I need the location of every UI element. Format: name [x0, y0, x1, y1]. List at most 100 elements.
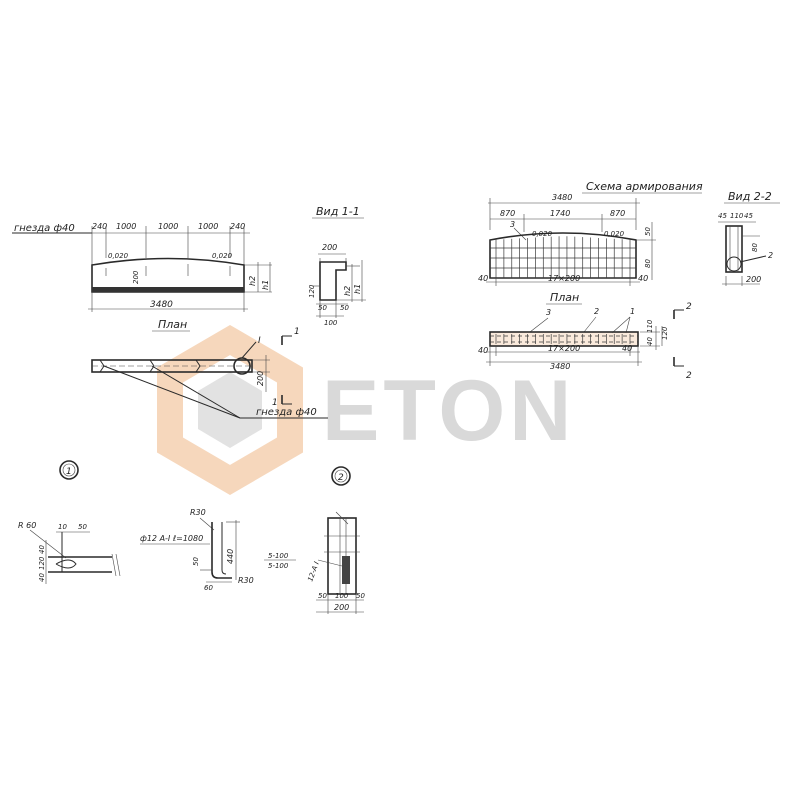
scheme-40-right: 40 — [638, 274, 648, 283]
scheme-slope-2: 0,020 — [604, 230, 625, 238]
plan2-120: 120 — [661, 326, 669, 340]
plan2-pos-3: 3 — [546, 308, 551, 317]
plan2-section-2-top: 2 — [686, 302, 692, 312]
node2-number: 2 — [338, 473, 344, 483]
node-mark-I: I — [258, 336, 261, 346]
plan2-stirrups — [490, 334, 638, 344]
view22-80: 80 — [751, 243, 759, 252]
scheme-50: 50 — [644, 227, 652, 236]
beam-elevation-outline — [91, 257, 245, 293]
bar-label: ф12 А-I ℓ=1080 — [140, 534, 203, 543]
node1-number: 1 — [66, 467, 72, 477]
plan2-40-right: 40 — [622, 344, 632, 353]
node2-stir-b: 5-100 — [268, 562, 289, 570]
view22-45-left: 45 — [718, 212, 727, 220]
plan2-pos-2: 2 — [594, 307, 599, 316]
dim-h1: h1 — [261, 280, 270, 290]
node1-50: 50 — [78, 523, 87, 531]
scheme-slope: 0,020 — [532, 230, 553, 238]
scheme-title: Схема армирования — [586, 180, 703, 193]
view11-100: 100 — [324, 319, 338, 327]
bar-r30-top: R30 — [190, 508, 206, 517]
node1-40-b: 40 — [38, 573, 46, 582]
plan2-beam-outline — [489, 331, 639, 347]
plan2-40-left: 40 — [478, 346, 488, 355]
watermark-hexagon-logo — [157, 324, 303, 496]
node2-50-left: 50 — [318, 592, 327, 600]
node-1: 1 R 60 10 50 40 120 40 — [18, 460, 121, 584]
facade-view: гнезда ф40 240 1000 1000 1000 240 0,020 … — [12, 222, 272, 312]
node2-stir-a: 5-100 — [268, 552, 289, 560]
scheme-17x200: 17×200 — [548, 274, 580, 283]
beam-bottom-hatch — [92, 287, 244, 292]
view11-h1: h1 — [353, 284, 362, 294]
dim-1000-c: 1000 — [198, 222, 218, 231]
node-2: 2 5-100 5-100 12-А I 50 100 50 200 — [264, 466, 365, 614]
scheme-870-right: 870 — [610, 209, 625, 218]
bar-r30-bottom: R30 — [238, 576, 254, 585]
plan-view: План I 1 1 200 гнезда ф40 — [91, 318, 328, 419]
node2-50-right: 50 — [356, 592, 365, 600]
socket-label-top: гнезда ф40 — [14, 223, 75, 234]
section-mark-1-top: 1 — [294, 327, 300, 337]
view22-section — [725, 225, 743, 273]
node2-bar-fill — [342, 556, 350, 584]
scheme-870-left: 870 — [500, 209, 515, 218]
view22-pos-2: 2 — [768, 251, 773, 260]
dim-240-left: 240 — [92, 222, 107, 231]
view22-200: 200 — [746, 275, 761, 284]
watermark: ETON — [157, 324, 575, 496]
watermark-text: ETON — [322, 363, 575, 459]
plan2-section-2-bottom: 2 — [686, 371, 692, 381]
scheme-pos-3: 3 — [510, 220, 515, 229]
view11-50-right: 50 — [340, 304, 349, 312]
scheme-total-3480: 3480 — [552, 193, 572, 202]
slope-left: 0,020 — [108, 252, 129, 260]
scheme-1740: 1740 — [550, 209, 570, 218]
reinforcement-scheme: Схема армирования 3480 870 1740 870 3 0,… — [478, 180, 703, 286]
section-mark-1-bottom: 1 — [272, 398, 278, 408]
view11-120: 120 — [308, 284, 316, 298]
view11-title: Вид 1-1 — [316, 205, 360, 218]
plan2-beam-fill — [490, 332, 638, 346]
plan-view-2: План 3 2 1 110 40 120 40 17×200 40 3480 … — [478, 291, 692, 381]
plan2-title: План — [550, 291, 579, 304]
bar-50: 50 — [192, 557, 200, 566]
node1-r60: R 60 — [18, 521, 36, 530]
view22-title: Вид 2-2 — [728, 190, 772, 203]
plan-title: План — [158, 318, 187, 331]
view-2-2: Вид 2-2 45 110 45 80 2 200 — [718, 190, 780, 286]
view11-h2: h2 — [343, 286, 352, 296]
scheme-grid — [490, 236, 636, 278]
plan2-17x200: 17×200 — [548, 344, 580, 353]
view11-dim-200: 200 — [322, 243, 337, 252]
node-1-bar-detail: R30 ф12 А-I ℓ=1080 440 50 60 R30 — [140, 508, 254, 592]
node1-circle — [59, 460, 79, 480]
plan2-40-side: 40 — [646, 337, 654, 346]
node2-200: 200 — [334, 603, 349, 612]
slope-right: 0,020 — [212, 252, 233, 260]
node1-120: 120 — [38, 556, 46, 570]
plan2-3480: 3480 — [550, 362, 570, 371]
view-1-1: Вид 1-1 200 h2 h1 120 50 50 100 — [308, 205, 366, 327]
scheme-80: 80 — [644, 259, 652, 268]
scheme-40-left: 40 — [478, 274, 488, 283]
node2-side-bar: 12-А I — [306, 561, 321, 583]
dim-1000-a: 1000 — [116, 222, 136, 231]
plan2-110: 110 — [646, 319, 654, 333]
plan-socket-label: гнезда ф40 — [256, 407, 317, 418]
bar-60: 60 — [204, 584, 213, 592]
plan2-pos-1: 1 — [630, 307, 635, 316]
node2-circle — [331, 466, 351, 486]
node1-40: 40 — [38, 545, 46, 554]
dim-200-vertical: 200 — [132, 270, 140, 284]
node1-10: 10 — [58, 523, 67, 531]
bar-shape — [211, 522, 232, 579]
view22-45-right: 45 — [744, 212, 753, 220]
dim-h2: h2 — [248, 276, 257, 286]
dim-total-3480: 3480 — [150, 300, 173, 310]
view11-50-left: 50 — [318, 304, 327, 312]
dim-240-right: 240 — [230, 222, 245, 231]
node2-100: 100 — [335, 592, 349, 600]
